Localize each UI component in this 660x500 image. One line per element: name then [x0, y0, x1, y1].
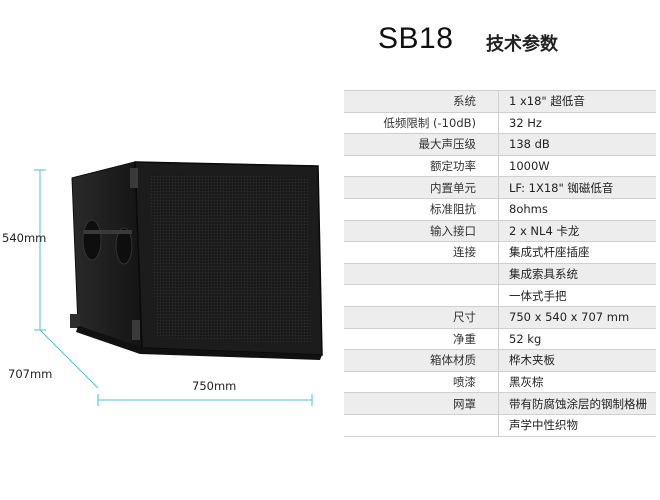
spec-key: 网罩	[344, 392, 498, 415]
column-divider	[498, 176, 499, 199]
spec-value: 一体式手把	[499, 284, 656, 307]
side-handle-icon	[82, 219, 102, 261]
spec-key	[344, 414, 498, 437]
table-row: 集成索具系统	[344, 263, 656, 286]
column-divider	[498, 155, 499, 178]
spec-value: 声学中性织物	[499, 414, 656, 437]
model-name: SB18	[378, 22, 454, 55]
depth-dimension-label: 707mm	[8, 367, 53, 381]
spec-value: 8ohms	[499, 198, 656, 221]
column-divider	[498, 133, 499, 156]
column-divider	[498, 284, 499, 307]
width-dimension-label: 750mm	[192, 379, 237, 393]
column-divider	[498, 90, 499, 113]
height-dimension-label: 540mm	[2, 231, 47, 245]
table-row: 网罩带有防腐蚀涂层的钢制格栅	[344, 392, 656, 415]
spec-value: 138 dB	[499, 133, 656, 156]
table-row: 低频限制 (-10dB)32 Hz	[344, 112, 656, 135]
spec-key: 最大声压级	[344, 133, 498, 156]
spec-value: 桦木夹板	[499, 349, 656, 372]
table-row: 喷漆黑灰棕	[344, 371, 656, 394]
spec-key: 喷漆	[344, 371, 498, 394]
product-illustration	[34, 161, 323, 406]
height-dimension-line	[34, 169, 46, 331]
spec-key: 额定功率	[344, 155, 498, 178]
speaker-cabinet	[70, 161, 323, 360]
spec-value: 1000W	[499, 155, 656, 178]
column-divider	[498, 220, 499, 243]
spec-value: 750 x 540 x 707 mm	[499, 306, 656, 329]
column-divider	[498, 392, 499, 415]
spec-value: 2 x NL4 卡龙	[499, 220, 656, 243]
spec-key	[344, 284, 498, 307]
spec-key: 连接	[344, 241, 498, 264]
spec-value: 黑灰棕	[499, 371, 656, 394]
column-divider	[498, 306, 499, 329]
table-row: 声学中性织物	[344, 414, 656, 437]
spec-value: 52 kg	[499, 328, 656, 351]
column-divider	[498, 198, 499, 221]
spec-heading: 技术参数	[486, 34, 558, 55]
column-divider	[498, 112, 499, 135]
spec-key: 净重	[344, 328, 498, 351]
spec-key: 尺寸	[344, 306, 498, 329]
column-divider	[498, 371, 499, 394]
spec-value: LF: 1X18" 铷磁低音	[499, 176, 656, 199]
spec-key: 箱体材质	[344, 349, 498, 372]
column-divider	[498, 328, 499, 351]
spec-value: 32 Hz	[499, 112, 656, 135]
width-dimension-line	[97, 394, 313, 406]
column-divider	[498, 263, 499, 286]
spec-value: 集成式杆座插座	[499, 241, 656, 264]
spec-value: 1 x18" 超低音	[499, 90, 656, 113]
spec-key: 系统	[344, 90, 498, 113]
column-divider	[498, 414, 499, 437]
spec-value: 带有防腐蚀涂层的钢制格栅	[499, 392, 656, 415]
spec-key: 输入接口	[344, 220, 498, 243]
spec-key: 低频限制 (-10dB)	[344, 112, 498, 135]
column-divider	[498, 241, 499, 264]
spec-value: 集成索具系统	[499, 263, 656, 286]
spec-key: 标准阻抗	[344, 198, 498, 221]
table-row: 箱体材质桦木夹板	[344, 349, 656, 372]
column-divider	[498, 349, 499, 372]
table-row: 一体式手把	[344, 284, 656, 307]
spec-key: 内置单元	[344, 176, 498, 199]
spec-key	[344, 263, 498, 286]
depth-dimension-line	[39, 329, 99, 389]
table-row: 连接集成式杆座插座	[344, 241, 656, 264]
